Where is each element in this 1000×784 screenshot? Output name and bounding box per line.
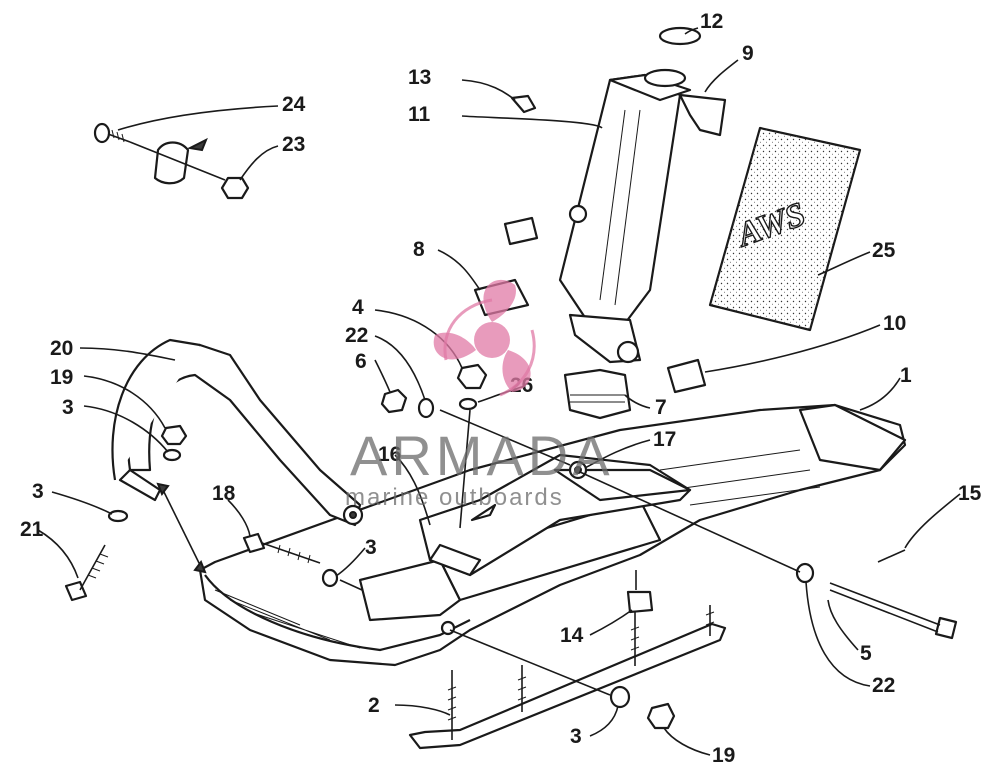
propeller-logo — [433, 279, 536, 397]
spindle-bracket — [418, 453, 692, 577]
callout-14: 14 — [560, 624, 584, 647]
callout-22-lower: 22 — [872, 674, 895, 697]
callout-6: 6 — [355, 350, 367, 373]
callout-25: 25 — [872, 239, 896, 262]
callout-16: 16 — [378, 443, 401, 466]
callout-23: 23 — [282, 133, 305, 156]
watermark-tagline: marine outboards — [345, 484, 564, 511]
callout-7: 7 — [655, 396, 667, 419]
washer-3a — [162, 448, 182, 462]
callout-5: 5 — [860, 642, 872, 665]
nut-19a — [160, 424, 188, 446]
callout-3-bottom: 3 — [570, 725, 582, 748]
callout-21: 21 — [20, 518, 44, 541]
bolt-5-head — [934, 616, 958, 640]
ski-loop — [111, 338, 364, 527]
nut-19b — [646, 702, 676, 730]
cotter-pin-15 — [877, 549, 906, 563]
callout-11: 11 — [408, 103, 431, 126]
bolt-24-assembly — [93, 122, 250, 200]
callout-22-upper: 22 — [345, 324, 368, 347]
shock-absorber — [558, 68, 727, 364]
callout-15: 15 — [958, 482, 982, 505]
washer-26 — [458, 397, 478, 411]
bolts — [64, 532, 958, 640]
callout-3-left: 3 — [32, 480, 44, 503]
nut-6 — [380, 388, 408, 414]
connection-arrow — [162, 489, 201, 566]
washer-3d — [609, 685, 631, 709]
callout-18: 18 — [212, 482, 236, 505]
callout-19-upper: 19 — [50, 366, 73, 389]
aws-decal: AWS — [708, 126, 862, 332]
axis-line-right — [579, 471, 801, 573]
nut-14 — [626, 590, 654, 614]
bushing-11 — [503, 216, 539, 246]
washer-3c — [107, 509, 129, 523]
leader-lines — [37, 27, 961, 756]
callout-24: 24 — [282, 93, 306, 116]
rubber-block — [563, 368, 632, 420]
wear-bar — [408, 605, 727, 750]
hardware — [107, 363, 815, 730]
arrow-head-bottom — [193, 559, 207, 574]
callout-19-lower: 19 — [712, 744, 735, 767]
washer-22b — [795, 562, 815, 584]
cap — [658, 26, 702, 46]
callout-13: 13 — [408, 66, 431, 89]
callout-10: 10 — [883, 312, 906, 335]
nut-4 — [456, 363, 488, 390]
axis-line-vertical — [459, 409, 471, 529]
callout-1: 1 — [900, 364, 912, 387]
callout-4: 4 — [352, 296, 364, 319]
callout-2: 2 — [368, 694, 380, 717]
callout-3-middle: 3 — [365, 536, 377, 559]
callout-8: 8 — [413, 238, 425, 261]
callout-3-upper: 3 — [62, 396, 74, 419]
callout-9: 9 — [742, 42, 754, 65]
arrow-head-top — [156, 482, 170, 497]
callout-20: 20 — [50, 337, 73, 360]
bolt-18-head — [242, 532, 266, 554]
axis-line-top — [439, 409, 571, 466]
washer-3b — [321, 568, 339, 588]
grease-fitting — [510, 94, 537, 114]
watermark: ARMADA marine outboards — [345, 279, 614, 511]
bushing-10 — [666, 358, 707, 394]
axis-line-bottom — [449, 629, 611, 696]
axis-line-left — [339, 579, 363, 591]
watermark-brand: ARMADA — [350, 424, 614, 487]
bolt-21-head — [64, 580, 88, 602]
ski-body — [198, 403, 907, 667]
washer-22a — [417, 397, 435, 419]
callout-17: 17 — [653, 428, 676, 451]
callout-12: 12 — [700, 10, 723, 33]
